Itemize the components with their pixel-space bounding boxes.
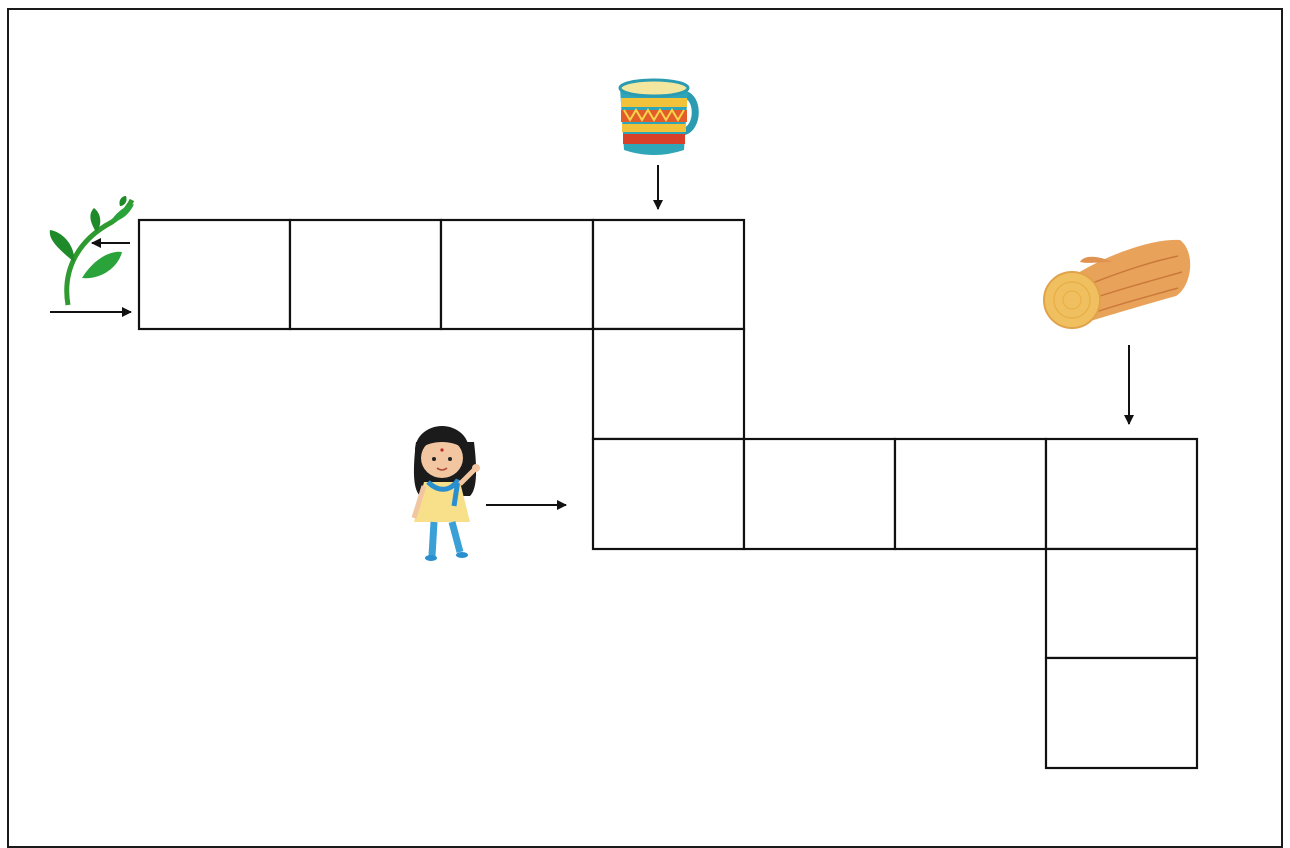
grid-cell[interactable] <box>288 218 443 331</box>
leaf-sprig-icon <box>49 196 135 306</box>
grid-cell[interactable] <box>742 437 897 551</box>
girl-icon <box>411 426 480 561</box>
crossword-grid <box>137 218 1199 770</box>
grid-cell[interactable] <box>1044 656 1199 770</box>
grid-cell[interactable] <box>591 327 746 441</box>
grid-cell[interactable] <box>439 218 595 331</box>
mug-icon <box>618 78 699 155</box>
grid-cell[interactable] <box>137 218 292 331</box>
grid-cell[interactable] <box>1044 437 1199 551</box>
log-icon <box>1043 239 1191 329</box>
grid-cell[interactable] <box>591 437 746 551</box>
grid-cell[interactable] <box>591 218 746 331</box>
grid-cell[interactable] <box>893 437 1048 551</box>
grid-cell[interactable] <box>1044 547 1199 660</box>
